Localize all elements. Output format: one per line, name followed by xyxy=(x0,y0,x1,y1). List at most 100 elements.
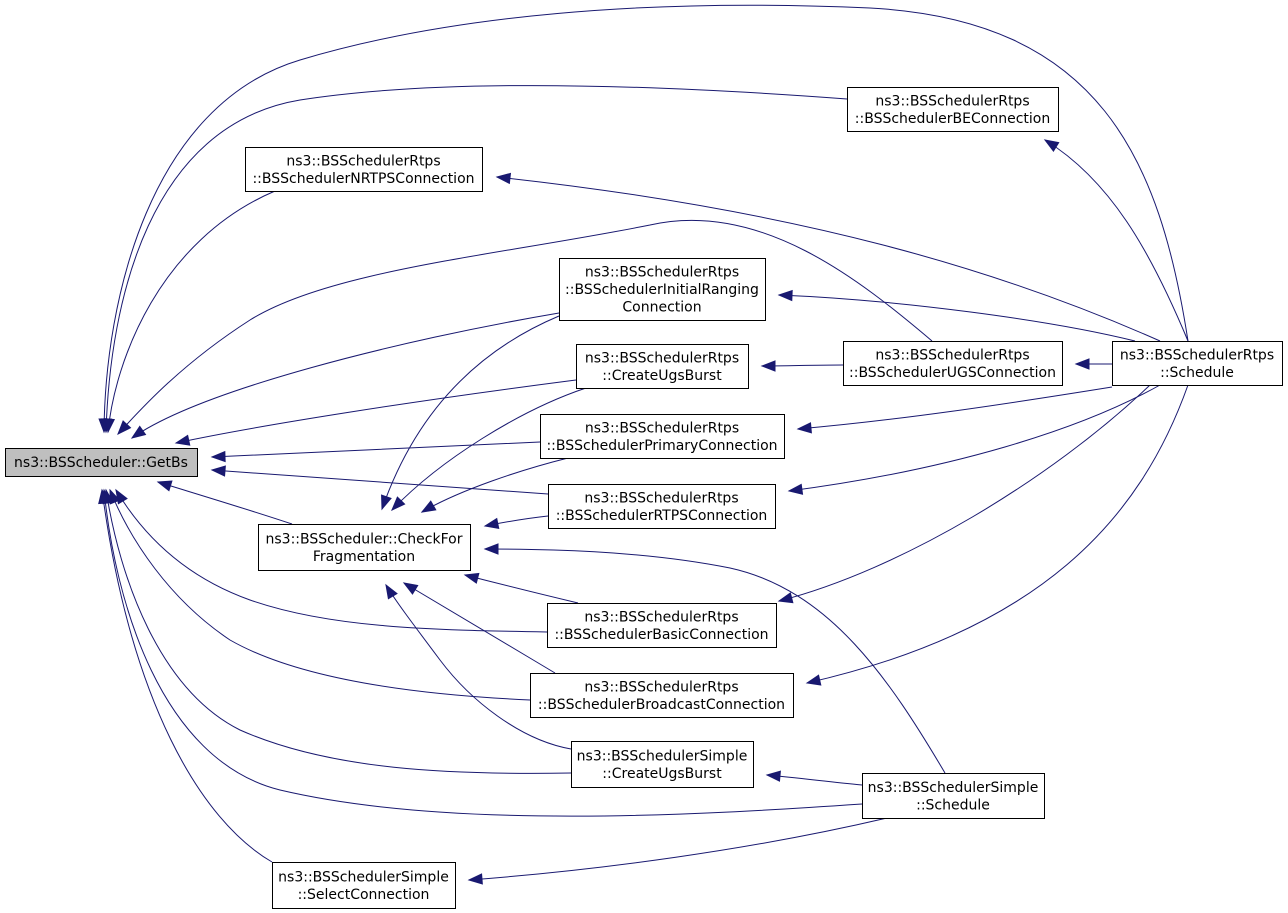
arrowhead-icon xyxy=(463,572,480,584)
edge-rtps_schedule-to-rtps_ugs xyxy=(1074,358,1112,370)
node-label-line: ns3::BSSchedulerRtps xyxy=(875,93,1029,109)
edge-line xyxy=(117,219,933,435)
edge-simple_select-to-getbs xyxy=(98,488,273,863)
node-simple-schedule[interactable]: ns3::BSSchedulerSimple::Schedule xyxy=(862,773,1045,819)
edge-rtps_rtps-to-checkfor xyxy=(483,515,549,529)
node-rtps-primary[interactable]: ns3::BSSchedulerRtps::BSSchedulerPrimary… xyxy=(540,414,785,459)
node-rtps-broadcast[interactable]: ns3::BSSchedulerRtps::BSSchedulerBroadca… xyxy=(530,673,794,718)
node-box[interactable] xyxy=(547,603,777,648)
node-box[interactable] xyxy=(559,258,766,321)
node-box[interactable] xyxy=(548,484,776,529)
edge-line xyxy=(496,176,1161,342)
node-rtps-nrtps[interactable]: ns3::BSSchedulerRtps::BSSchedulerNRTPSCo… xyxy=(245,147,483,192)
node-box[interactable] xyxy=(530,673,794,718)
edge-rtps_createugs-to-getbs xyxy=(174,379,577,446)
node-box[interactable] xyxy=(843,341,1063,386)
node-box[interactable] xyxy=(847,87,1059,132)
arrowhead-icon xyxy=(210,450,226,463)
node-label-line: ns3::BSSchedulerRtps xyxy=(286,153,440,169)
arrowhead-icon xyxy=(483,517,500,529)
node-label-line: ::SelectConnection xyxy=(298,887,430,903)
edge-simple_schedule-to-simple_select xyxy=(467,817,888,885)
arrowhead-icon xyxy=(402,582,419,595)
node-box[interactable] xyxy=(258,524,471,571)
edge-line xyxy=(464,574,579,604)
arrowhead-icon xyxy=(1043,139,1060,152)
edge-line xyxy=(403,582,556,674)
arrowhead-icon xyxy=(467,873,483,885)
node-box[interactable] xyxy=(5,448,198,477)
edge-rtps_schedule-to-rtps_broadcast xyxy=(805,384,1189,686)
edge-line xyxy=(109,489,531,701)
arrowhead-icon xyxy=(130,425,147,439)
edge-line xyxy=(211,469,549,495)
edge-rtps_primary-to-getbs xyxy=(210,441,541,463)
node-label-line: ::BSSchedulerNRTPSConnection xyxy=(252,171,474,187)
edge-rtps_schedule-to-rtps_be xyxy=(1043,139,1189,342)
node-box[interactable] xyxy=(1112,341,1283,386)
edge-rtps_schedule-to-rtps_nrtps xyxy=(495,172,1161,342)
arrowhead-icon xyxy=(483,543,499,555)
edge-line xyxy=(175,379,577,444)
node-label-line: Fragmentation xyxy=(313,549,415,565)
arrowhead-icon xyxy=(760,360,776,372)
node-label-line: ns3::BSScheduler::GetBs xyxy=(14,455,188,471)
node-label-line: ns3::BSSchedulerSimple xyxy=(577,748,748,764)
edge-line xyxy=(131,312,560,439)
edge-rtps_schedule-to-rtps_rtps xyxy=(787,384,1161,495)
arrowhead-icon xyxy=(420,500,437,513)
node-rtps-basic[interactable]: ns3::BSSchedulerRtps::BSSchedulerBasicCo… xyxy=(547,603,777,648)
edge-line xyxy=(115,489,548,633)
node-label-line: Connection xyxy=(622,300,701,316)
node-box[interactable] xyxy=(571,741,754,788)
arrowhead-icon xyxy=(391,496,406,512)
call-nodes: ns3::BSScheduler::GetBsns3::BSSchedulerR… xyxy=(5,87,1283,909)
edge-rtps_initial-to-getbs xyxy=(130,312,560,439)
edge-rtps_schedule-to-rtps_basic xyxy=(777,384,1151,604)
node-label-line: ns3::BSSchedulerRtps xyxy=(584,679,738,695)
edge-line xyxy=(157,481,293,525)
edge-rtps_primary-to-checkfor xyxy=(420,457,569,513)
node-simple-createugs[interactable]: ns3::BSSchedulerSimple::CreateUgsBurst xyxy=(571,741,754,788)
edge-rtps_createugs-to-checkfor xyxy=(391,387,587,512)
node-rtps-initial[interactable]: ns3::BSSchedulerRtps::BSSchedulerInitial… xyxy=(559,258,766,321)
node-label-line: ns3::BSSchedulerRtps xyxy=(584,609,738,625)
arrowhead-icon xyxy=(385,583,398,600)
arrowhead-icon xyxy=(1074,358,1090,370)
node-rtps-rtps[interactable]: ns3::BSSchedulerRtps::BSSchedulerRTPSCon… xyxy=(548,484,776,529)
arrowhead-icon xyxy=(103,418,116,434)
edge-rtps_schedule-to-rtps_primary xyxy=(796,386,1113,434)
node-label-line: ::BSSchedulerBEConnection xyxy=(855,111,1050,127)
edge-rtps_initial-to-checkfor xyxy=(381,315,560,511)
arrowhead-icon xyxy=(210,465,226,477)
edge-simple_schedule-to-checkfor xyxy=(483,543,946,774)
node-label-line: ::BSSchedulerPrimaryConnection xyxy=(546,438,777,454)
edge-line xyxy=(103,489,863,817)
edge-checkfor-to-getbs xyxy=(156,480,293,525)
node-label-line: ::CreateUgsBurst xyxy=(602,368,722,384)
edge-rtps_rtps-to-getbs xyxy=(210,465,549,495)
node-box[interactable] xyxy=(540,414,785,459)
node-getbs[interactable]: ns3::BSScheduler::GetBs xyxy=(5,448,198,477)
arrowhead-icon xyxy=(156,480,173,492)
node-rtps-be[interactable]: ns3::BSSchedulerRtps::BSSchedulerBEConne… xyxy=(847,87,1059,132)
node-rtps-schedule[interactable]: ns3::BSSchedulerRtps::Schedule xyxy=(1112,341,1283,386)
edge-rtps_broadcast-to-getbs xyxy=(109,488,531,701)
node-box[interactable] xyxy=(862,773,1045,819)
node-simple-select[interactable]: ns3::BSSchedulerSimple::SelectConnection xyxy=(272,862,456,909)
node-rtps-createugs[interactable]: ns3::BSSchedulerRtps::CreateUgsBurst xyxy=(576,344,749,389)
arrowhead-icon xyxy=(805,674,822,686)
node-rtps-ugs[interactable]: ns3::BSSchedulerRtps::BSSchedulerUGSConn… xyxy=(843,341,1063,386)
arrowhead-icon xyxy=(117,420,132,436)
edge-simple_schedule-to-simple_createugs xyxy=(765,770,863,786)
node-box[interactable] xyxy=(272,862,456,909)
edge-line xyxy=(788,384,1161,492)
node-label-line: ns3::BSSchedulerSimple xyxy=(278,869,449,885)
edge-line xyxy=(778,384,1151,602)
node-box[interactable] xyxy=(576,344,749,389)
node-box[interactable] xyxy=(245,147,483,192)
edge-line xyxy=(381,315,560,510)
edge-line xyxy=(103,4,1189,433)
